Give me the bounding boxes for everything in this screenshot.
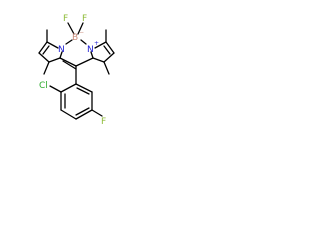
bond-aryl-4-5-double xyxy=(75,107,90,116)
atom-n-left: N xyxy=(58,45,65,55)
bond-methyl-right-bottom xyxy=(103,61,110,75)
bond-aryl-6-1-double xyxy=(76,87,90,95)
bond-meso-left xyxy=(59,57,77,67)
atom-labels: F F B − N N + Cl F xyxy=(39,14,106,127)
molecule-structure-diagram: F F B − N N + Cl F xyxy=(38,14,115,127)
atom-f-left: F xyxy=(63,14,68,24)
bond-c-right-c-bottom xyxy=(103,52,115,63)
bond-c-bottom-c-alpha-right xyxy=(92,57,105,63)
bond-meso-double xyxy=(62,60,77,70)
bond-b-n-right xyxy=(80,39,87,45)
atom-n-right-charge: + xyxy=(94,40,99,47)
bond-c-top-c-right-double xyxy=(103,45,111,55)
bond-n-right-c-top xyxy=(94,41,107,49)
bond-c-top-c-left xyxy=(38,41,48,54)
bond-c-top-c-left-double xyxy=(42,45,50,55)
atom-f-right: F xyxy=(82,14,87,24)
bond-aryl-f xyxy=(91,109,103,117)
atom-boron: B xyxy=(72,33,78,43)
bond-aryl-6-1 xyxy=(75,83,93,93)
bond-aryl-1-2 xyxy=(60,83,77,93)
bond-methyl-left-bottom xyxy=(43,61,50,75)
atom-chlorine: Cl xyxy=(39,81,48,91)
bond-c-alpha-n-left xyxy=(59,51,63,59)
atom-boron-charge: − xyxy=(79,29,84,36)
atom-fluorine-aryl: F xyxy=(101,117,106,127)
bond-b-f-left xyxy=(67,22,75,35)
bond-b-n-left xyxy=(65,39,73,45)
bond-c-bottom-c-alpha xyxy=(48,57,61,63)
bond-aryl-3-4 xyxy=(60,109,77,120)
bond-aryl-cl xyxy=(49,85,62,93)
bond-c-top-c-right xyxy=(105,41,115,54)
bond-b-f-right xyxy=(77,22,84,35)
bond-c-left-c-bottom xyxy=(38,52,50,63)
bond-meso-right xyxy=(75,57,94,67)
bond-aryl-4-5 xyxy=(75,109,93,120)
atom-n-right: N xyxy=(87,45,94,55)
bond-n-left-c-top xyxy=(46,41,59,49)
bond-c-alpha-n-right xyxy=(90,51,94,59)
bonds xyxy=(38,22,115,120)
